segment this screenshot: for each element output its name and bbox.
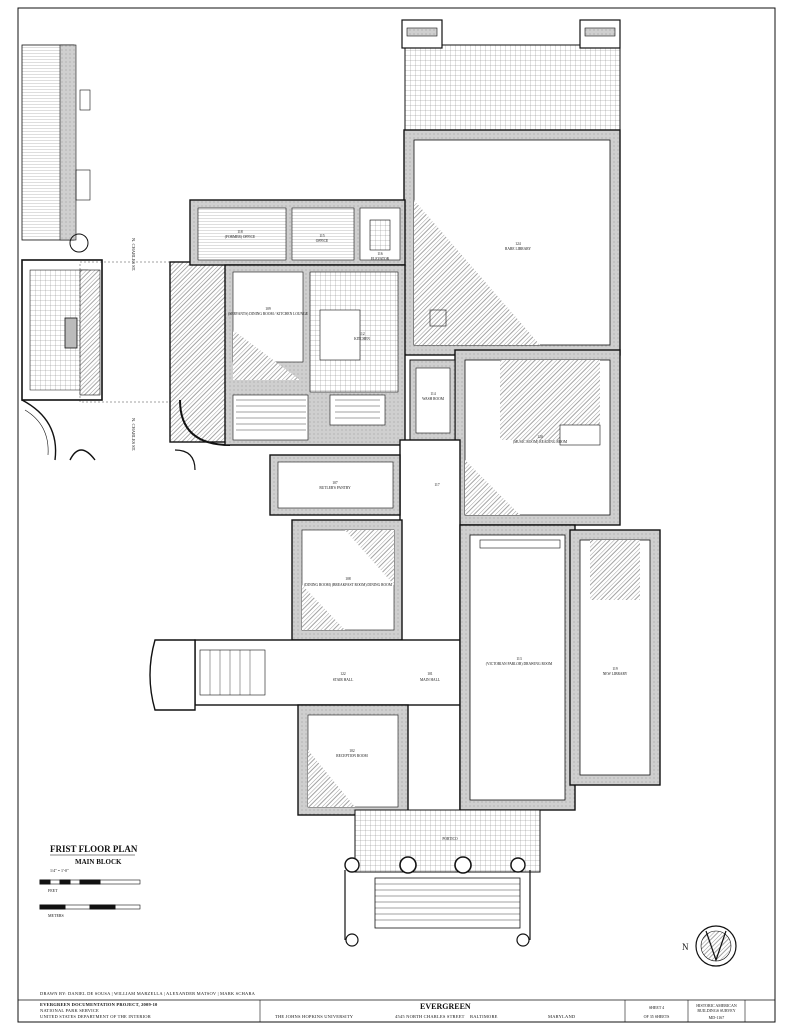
- left-annex: [21, 44, 103, 461]
- department-name: UNITED STATES DEPARTMENT OF THE INTERIOR: [40, 1014, 151, 1019]
- scale-bar-meters: [39, 904, 141, 910]
- sheet-number: SHEET 4: [648, 1004, 665, 1010]
- side-label-charles-top: N. CHARLES ST.: [131, 238, 136, 271]
- room-114-number: 114: [430, 392, 435, 396]
- room-114-name: WASH ROOM: [422, 397, 445, 401]
- room-101-number: 101: [427, 672, 433, 676]
- room-118-number: 118: [237, 230, 242, 234]
- state-name: MARYLAND: [548, 1014, 576, 1019]
- scale-feet-label: FEET: [48, 888, 58, 893]
- room-labels: 118 (FORMER) OFFICE 115 OFFICE 116 ELEVA…: [225, 230, 628, 841]
- survey-name: HISTORIC AMERICAN BUILDINGS SURVEY: [696, 1003, 737, 1013]
- sheet-count: OF 35 SHEETS: [643, 1013, 670, 1019]
- room-113-name: (VICTORIAN PARLOR) DRAWING ROOM: [486, 662, 553, 666]
- room-124-name: RARE LIBRARY: [505, 247, 531, 251]
- scale-meters-label: METERS: [48, 913, 64, 918]
- plan-title: FRIST FLOOR PLAN: [50, 844, 138, 854]
- project-name: EVERGREEN DOCUMENTATION PROJECT, 2009-10: [40, 1002, 158, 1007]
- room-112-name: KITCHEN: [354, 337, 370, 341]
- room-115-name: OFFICE: [316, 239, 329, 243]
- room-109-number: 109: [265, 307, 271, 311]
- room-113-number: 113: [516, 657, 521, 661]
- room-102-number: 102: [349, 749, 355, 753]
- plan-subtitle: MAIN BLOCK: [75, 858, 122, 866]
- room-120-number: 120: [537, 435, 543, 439]
- main-spine: [149, 439, 461, 821]
- room-119-number: 119: [612, 667, 617, 671]
- drawn-by: DRAWN BY: DANIEL DE SOUSA | WILLIAM MARZ…: [40, 991, 256, 996]
- university-name: THE JOHNS HOPKINS UNIVERSITY: [275, 1014, 354, 1019]
- room-120-name: (MUSIC ROOM) READING ROOM: [513, 440, 568, 444]
- side-label-charles-bottom: N. CHARLES ST.: [131, 418, 136, 451]
- east-rooms: [459, 524, 661, 811]
- site-name: EVERGREEN: [420, 1002, 471, 1011]
- room-116-name: ELEVATOR: [371, 257, 390, 261]
- service-wing: [189, 199, 406, 446]
- room-119-name: NEW LIBRARY: [603, 672, 628, 676]
- room-124-number: 124: [515, 242, 521, 246]
- room-116-number: 116: [377, 252, 382, 256]
- room-108-name: (DINING ROOM) (BREAKFAST ROOM) DINING RO…: [304, 583, 393, 587]
- survey-number: MD-1167: [708, 1014, 725, 1020]
- room-115-number: 115: [319, 234, 324, 238]
- room-118-name: (FORMER) OFFICE: [225, 235, 256, 239]
- plan-scale: 1/4" = 1'-0": [50, 868, 69, 873]
- room-117-number: 117: [434, 483, 439, 487]
- room-122-name: STAIR HALL: [333, 678, 354, 682]
- portico-name: PORTICO: [442, 837, 458, 841]
- north-arrow-emblem: [695, 925, 737, 967]
- room-108-number: 108: [345, 577, 351, 581]
- title-block-lines: [259, 1000, 746, 1022]
- agency-name: NATIONAL PARK SERVICE: [40, 1008, 100, 1013]
- room-109-name: (SERVANTS) DINING ROOM / KITCHEN LOUNGE: [228, 312, 309, 316]
- city-name: BALTIMORE: [470, 1014, 498, 1019]
- room-112-number: 112: [359, 332, 364, 336]
- rare-library-wing: [401, 19, 621, 356]
- scale-bar-feet: [39, 879, 141, 885]
- portico: [344, 809, 541, 947]
- sheet-border: [17, 7, 776, 1023]
- reading-room-wing: [409, 349, 621, 526]
- room-107-number: 107: [332, 481, 338, 485]
- entrance-passage: [79, 261, 236, 471]
- street-address: 4545 NORTH CHARLES STREET: [395, 1014, 465, 1019]
- room-101-name: MAIN HALL: [420, 678, 440, 682]
- room-122-number: 122: [340, 672, 346, 676]
- north-label: N: [682, 942, 689, 952]
- room-102-name: RECEPTION ROOM: [336, 754, 368, 758]
- room-107-name: BUTLER'S PANTRY: [319, 486, 351, 490]
